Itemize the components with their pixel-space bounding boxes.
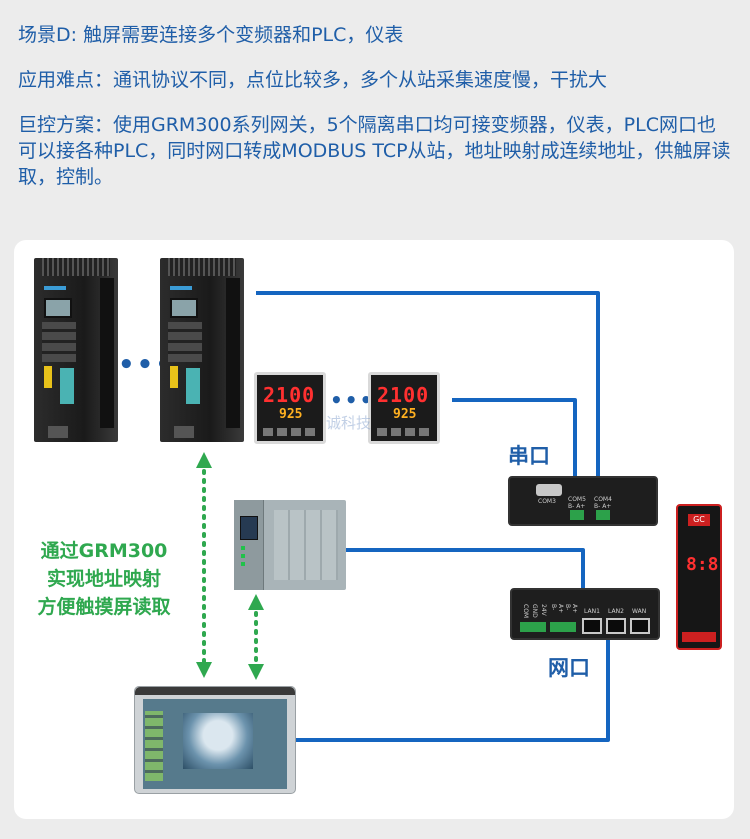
gateway-serial: COM3 COM5 COM4 B- A+ B- A+ — [508, 476, 658, 526]
plc — [234, 500, 346, 590]
lan1-port — [582, 618, 602, 634]
power-terminal — [520, 622, 546, 632]
watermark: 诚科技 — [326, 414, 372, 432]
com5-label: COM5 — [568, 496, 586, 503]
serial-port-label: 串口 — [508, 444, 550, 468]
note-line-1: 通过GRM300 — [40, 540, 168, 562]
link-inverter-to-com4 — [256, 291, 600, 476]
com4-label: COM4 — [594, 496, 612, 503]
gateway-network: COM GND 24V B- A+ B- A+ LAN1 LAN2 WAN — [510, 588, 660, 640]
terminal-label-a2: A+ — [571, 604, 578, 614]
display-module: GC 8:8 — [676, 504, 722, 650]
note-line-3: 方便触摸屏读取 — [37, 596, 171, 618]
link-meter-to-com5 — [452, 398, 577, 476]
meter-2-sv: 925 — [393, 407, 417, 422]
wan-port — [630, 618, 650, 634]
scenario-text: 场景D: 触屏需要连接多个变频器和PLC，仪表 — [18, 24, 404, 46]
meter-1-pv: 2100 — [263, 383, 316, 407]
com4-terminal-label: B- A+ — [594, 503, 612, 510]
display-digits: 8:8 — [686, 554, 719, 575]
terminal-label-b2: B- — [564, 604, 571, 611]
difficulty-text: 应用难点：通讯协议不同，点位比较多，多个从站采集速度慢，干扰大 — [18, 69, 608, 91]
link-hmi-to-lan2 — [296, 640, 610, 742]
temperature-meter-2: 2100 925 — [368, 372, 440, 444]
address-mapping-note: 通过GRM300 实现地址映射 方便触摸屏读取 — [14, 537, 194, 621]
hmi-brand-bar — [135, 687, 295, 695]
rs485-terminal — [550, 622, 576, 632]
link-plc-to-lan1 — [346, 548, 585, 588]
solution-text: 巨控方案：使用GRM300系列网关，5个隔离串口均可接变频器，仪表，PLC网口也… — [18, 114, 731, 188]
com5-terminal — [570, 510, 584, 520]
lan1-label: LAN1 — [584, 608, 600, 615]
arrow-up-right — [248, 594, 264, 610]
terminal-label-b1: B- — [550, 604, 557, 611]
terminal-label-gnd: GND — [531, 604, 538, 618]
meter-2-pv: 2100 — [377, 383, 430, 407]
meter-1-sv: 925 — [279, 407, 303, 422]
intro-block: 场景D: 触屏需要连接多个变频器和PLC，仪表 应用难点：通讯协议不同，点位比较… — [18, 22, 733, 209]
terminal-label-24v: 24V — [540, 604, 547, 616]
com3-label: COM3 — [538, 498, 556, 505]
arrow-down-right — [248, 664, 264, 680]
inverter-2 — [160, 258, 244, 442]
network-port-label: 网口 — [548, 656, 590, 680]
lan2-label: LAN2 — [608, 608, 624, 615]
display-base — [682, 632, 716, 642]
wan-label: WAN — [632, 608, 647, 615]
arrow-up-left — [196, 452, 212, 468]
terminal-label-com: COM — [522, 604, 529, 619]
note-line-2: 实现地址映射 — [46, 568, 161, 590]
com4-terminal — [596, 510, 610, 520]
display-logo: GC — [688, 514, 710, 526]
arrow-down-left — [196, 662, 212, 678]
hmi-image — [183, 713, 253, 769]
com5-terminal-label: B- A+ — [568, 503, 586, 510]
db9-connector — [536, 484, 562, 496]
lan2-port — [606, 618, 626, 634]
inverter-1 — [34, 258, 118, 442]
temperature-meter-1: 2100 925 — [254, 372, 326, 444]
hmi-menu — [145, 711, 163, 781]
terminal-label-a1: A+ — [557, 604, 564, 614]
hmi-touchscreen — [134, 686, 296, 794]
